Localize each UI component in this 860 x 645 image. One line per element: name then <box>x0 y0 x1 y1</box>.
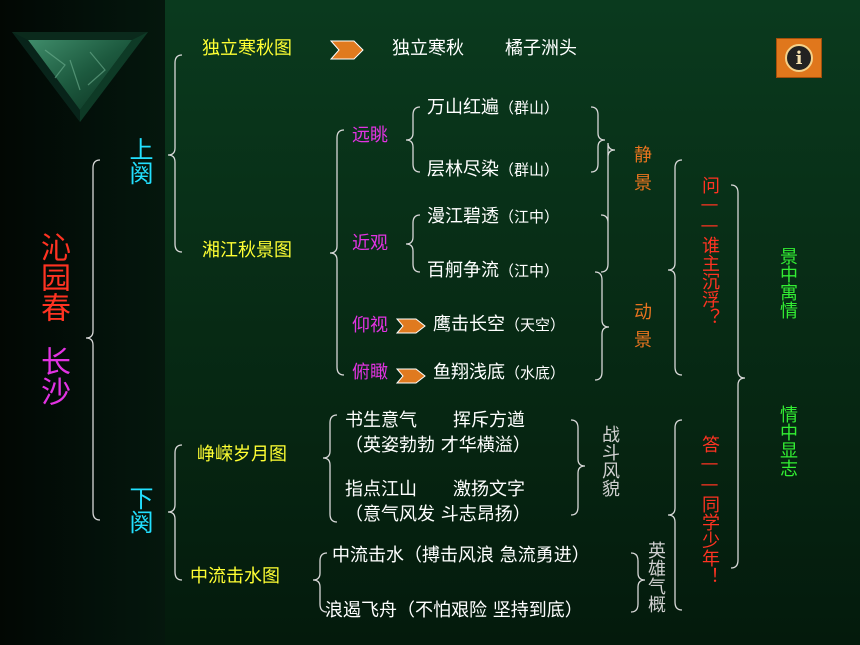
view-up: 仰视 <box>352 315 388 336</box>
scene-line: 漫江碧透（江中） <box>427 206 560 227</box>
main-panel <box>165 0 860 645</box>
bracket-dynamic <box>594 271 610 381</box>
question-text: 问——谁主沉浮？ <box>699 176 720 326</box>
bracket-themes <box>730 184 746 569</box>
bracket-poem <box>85 159 101 521</box>
scene3-line2-note: （意气风发 斗志昂扬） <box>345 504 531 525</box>
answer-text: 答——同学少年！ <box>699 435 720 585</box>
scene1-detail1: 独立寒秋 <box>392 38 464 59</box>
bracket-answer <box>667 419 683 611</box>
bracket-static-right-a <box>590 106 606 173</box>
scene1-detail2: 橘子洲头 <box>505 38 577 59</box>
scene-line: 层林尽染（群山） <box>427 159 560 180</box>
theme-emotion-ambition: 情中显志 <box>777 405 798 477</box>
scene-label-solitary-autumn: 独立寒秋图 <box>202 38 292 59</box>
scene3-line1-note: （英姿勃勃 才华横溢） <box>345 435 531 456</box>
title-part1: 沁园春 <box>35 232 70 322</box>
scene4-line2: 浪遏飞舟（不怕艰险 坚持到底） <box>325 600 583 621</box>
bracket-scene3 <box>322 414 338 523</box>
bracket-question <box>667 159 683 376</box>
scene-line: 鹰击长空（天空） <box>433 314 566 335</box>
scene-label-midstream: 中流击水图 <box>190 566 280 587</box>
scene3-line1: 书生意气 挥斥方遒 <box>345 410 525 431</box>
info-icon: i <box>785 44 813 72</box>
scene-line: 鱼翔浅底（水底） <box>433 362 566 383</box>
scene3-line2: 指点江山 激扬文字 <box>345 479 525 500</box>
title-part2: 长沙 <box>35 346 70 406</box>
dynamic-scene-label: 动景 <box>631 302 652 358</box>
bracket-scene2-views <box>329 129 345 376</box>
scene4-summary: 英雄气概 <box>645 541 666 613</box>
theme-scene-emotion: 景中寓情 <box>777 247 798 319</box>
bracket-near <box>405 214 421 273</box>
scene-label-eventful-years: 峥嵘岁月图 <box>197 444 287 465</box>
bracket-static-right-b <box>600 142 616 273</box>
bracket-distant <box>405 106 421 173</box>
lower-half-label: 下阕 <box>125 486 153 534</box>
scene3-summary: 战斗风貌 <box>599 425 620 497</box>
view-distant: 远眺 <box>352 125 388 146</box>
bracket-lower <box>167 444 183 581</box>
static-scene-label: 静景 <box>631 145 652 201</box>
arrow-icon <box>396 318 426 334</box>
view-near: 近观 <box>352 233 388 254</box>
bracket-scene3-right <box>570 419 586 516</box>
scene-line: 万山红遍（群山） <box>427 97 560 118</box>
scene-label-xiang-river: 湘江秋景图 <box>202 240 292 261</box>
upper-half-label: 上阕 <box>125 137 153 185</box>
arrow-icon <box>396 368 426 384</box>
bracket-upper <box>167 54 183 253</box>
arrow-icon <box>330 40 364 60</box>
gem-logo <box>12 32 148 122</box>
info-button[interactable]: i <box>776 38 822 78</box>
view-down: 俯瞰 <box>352 362 388 383</box>
bracket-scene4 <box>312 552 328 613</box>
scene-line: 百舸争流（江中） <box>427 260 560 281</box>
bracket-scene4-right <box>630 552 646 613</box>
scene4-line1: 中流击水（搏击风浪 急流勇进） <box>332 545 590 566</box>
